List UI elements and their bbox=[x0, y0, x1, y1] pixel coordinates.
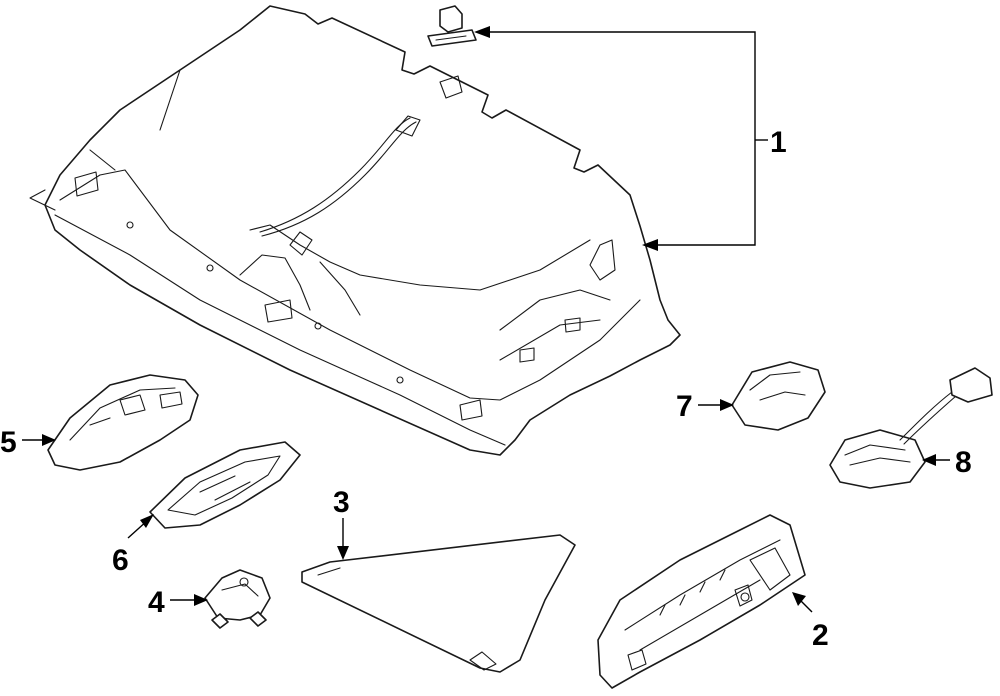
console-trim bbox=[597, 514, 806, 689]
sunvisor-panel bbox=[301, 534, 576, 673]
dome-lamp bbox=[731, 361, 826, 431]
headliner-clip bbox=[427, 5, 477, 47]
callout-4: 4 bbox=[148, 586, 165, 619]
lamp-housing bbox=[47, 374, 199, 471]
bracket bbox=[204, 569, 271, 629]
callout-7: 7 bbox=[676, 390, 693, 423]
callout-8: 8 bbox=[955, 446, 972, 479]
callout-2: 2 bbox=[812, 619, 829, 652]
lamp-with-harness bbox=[829, 367, 993, 489]
callout-3: 3 bbox=[333, 486, 350, 519]
callout-5: 5 bbox=[0, 426, 17, 459]
lens-frame bbox=[149, 441, 301, 529]
callout-1: 1 bbox=[770, 126, 787, 159]
leader-lines bbox=[22, 26, 950, 613]
headliner-panel bbox=[29, 5, 681, 456]
callout-6: 6 bbox=[112, 544, 129, 577]
